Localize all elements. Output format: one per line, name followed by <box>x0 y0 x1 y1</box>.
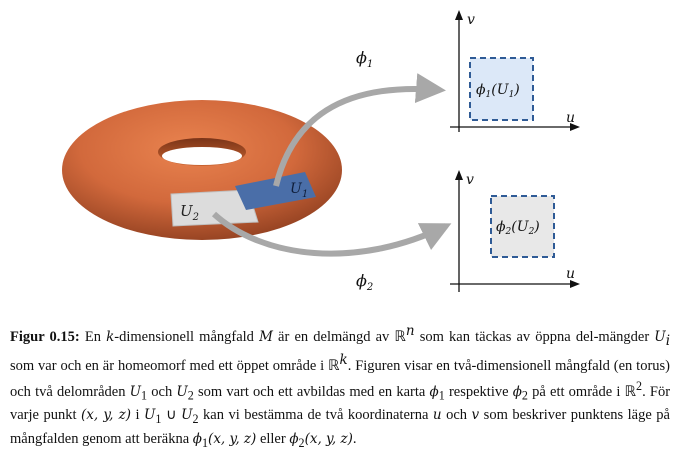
patch-u2-label: U2 <box>180 202 199 223</box>
chart1-region <box>469 57 534 121</box>
chart2-u-label: u <box>566 266 575 282</box>
chart2-region-label: ϕ2(U2) <box>496 219 540 237</box>
chart-1: v u ϕ1(U1) <box>450 10 580 132</box>
chart1-u-label: u <box>566 110 575 126</box>
arrow-phi2 <box>211 211 452 257</box>
phi1-label: ϕ1 <box>356 48 373 70</box>
torus-chart-figure: U2 U1 ϕ1 ϕ2 v u ϕ1(U1) v u <box>62 10 580 293</box>
figure-caption: Figur 0.15: En k-dimensionell mångfald M… <box>10 323 671 450</box>
phi2-label: ϕ2 <box>356 271 373 293</box>
arrow-phi1 <box>273 73 446 187</box>
caption-label: Figur 0.15: <box>10 328 80 345</box>
patch-u2: U2 <box>170 189 259 227</box>
patch-u1: U1 <box>235 172 316 210</box>
chart2-v-label: v <box>466 172 474 188</box>
chart1-v-label: v <box>467 12 475 28</box>
patch-u1-label: U1 <box>290 181 308 200</box>
chart-2: v u ϕ2(U2) <box>450 170 580 292</box>
chart2-region <box>490 195 555 258</box>
chart1-region-label: ϕ1(U1) <box>476 82 520 100</box>
